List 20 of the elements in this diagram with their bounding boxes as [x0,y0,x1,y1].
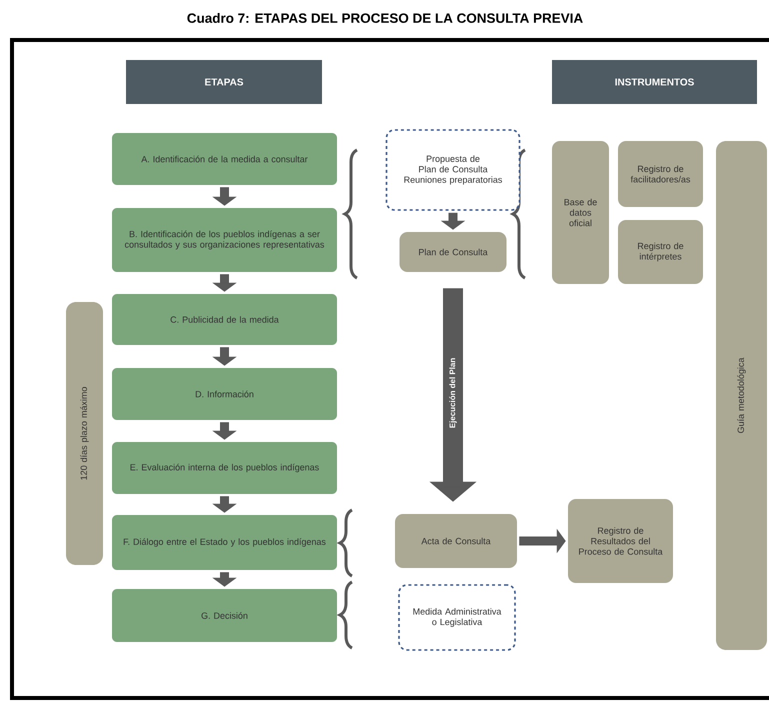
stage-box: G. Decisión [112,589,337,642]
stage-box: E. Evaluación interna de los pueblos indígenas [112,442,337,494]
stage-box: D. Información [112,368,337,420]
stage-box: C. Publicidad de la medida [112,294,337,345]
dashed-box: Propuesta de Plan de Consulta Reuniones preparatorias [386,129,520,211]
stage-box: F. Diálogo entre el Estado y los pueblos indígenas [112,515,337,570]
vertical-bar: Guía metodológica [716,141,767,650]
instrument-box: Plan de Consulta [400,232,506,272]
vertical-bar: 120 días plazo máximo [66,302,103,565]
instrument-box: Base de datos oficial [552,141,609,284]
instrument-box: Acta de Consulta [395,514,517,568]
stage-box: B. Identificación de los pueblos indígenas a ser consultados y sus organizaciones representativas [112,208,337,272]
instrument-box: Registro de facilitadores/as [618,141,703,207]
section-header: ETAPAS [126,60,322,104]
dashed-box: Medida Administrativa o Legislativa [398,584,516,651]
instrument-box: Registro de intérpretes [618,220,703,284]
title: Cuadro 7: ETAPAS DEL PROCESO DE LA CONSULTA PREVIA [187,13,583,23]
instrument-box: Registro de Resultados del Proceso de Consulta [568,499,673,583]
section-header: INSTRUMENTOS [552,60,757,104]
stage-box: A. Identificación de la medida a consultar [112,133,337,185]
